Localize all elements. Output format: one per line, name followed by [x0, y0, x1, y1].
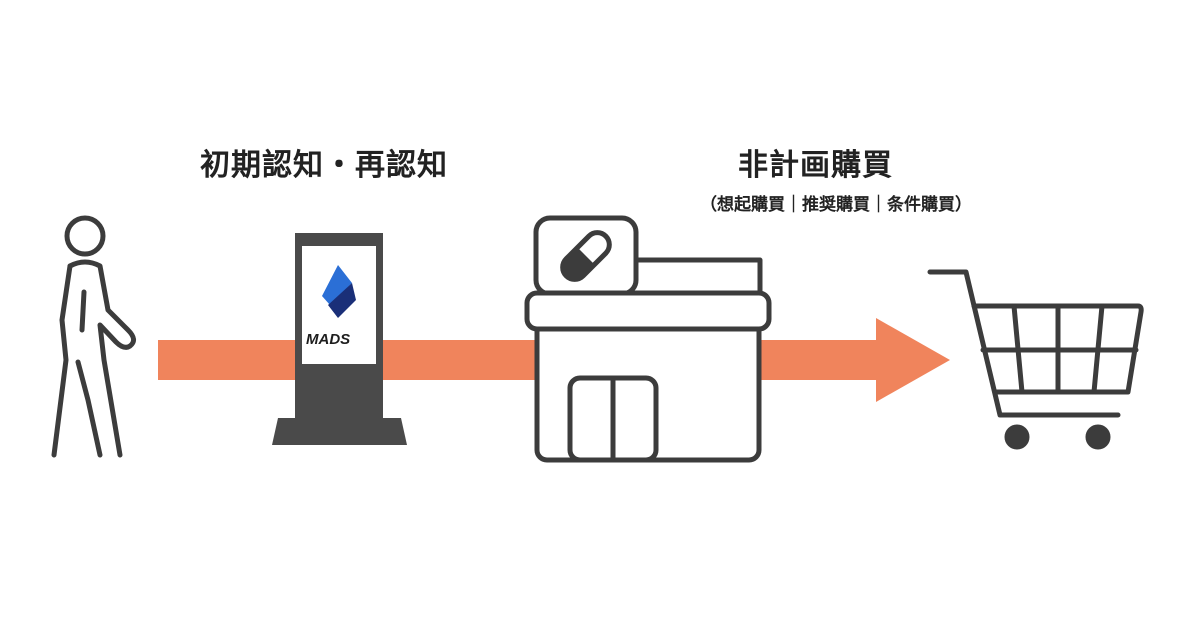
signage-logo-text: MADS — [306, 331, 350, 348]
digital-signage-icon: MADS — [272, 233, 407, 445]
stage-left-title: 初期認知・再認知 — [200, 148, 448, 183]
stage-right-title: 非計画購買 — [738, 148, 893, 183]
mads-logo-icon: MADS — [306, 265, 356, 348]
stage-right-subtitle: （想起購買｜推奨購買｜条件購買） — [700, 195, 972, 215]
drugstore-icon — [524, 215, 772, 463]
shopping-cart-icon — [927, 269, 1144, 450]
capsule-icon — [560, 230, 612, 282]
person-walking-icon — [51, 215, 136, 458]
